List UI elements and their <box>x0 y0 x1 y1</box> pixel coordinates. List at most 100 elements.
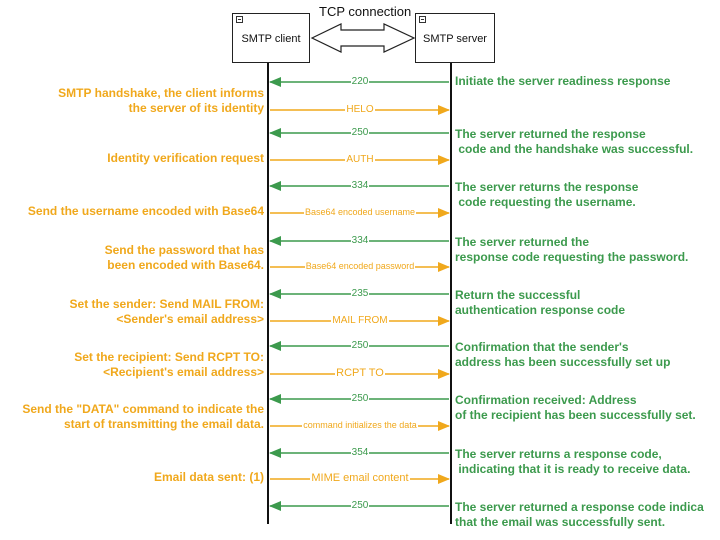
message-label-text: 334 <box>350 234 370 246</box>
message-label-text: 250 <box>350 392 370 404</box>
message-label-text: AUTH <box>345 153 375 165</box>
arrowhead <box>269 394 281 404</box>
note-line: The server returned a response code indi… <box>455 500 704 514</box>
arrowhead <box>269 128 281 138</box>
message-label-text: Base64 encoded password <box>304 261 416 272</box>
message-label: Base64 encoded username <box>270 207 450 218</box>
message-label: RCPT TO <box>270 367 450 380</box>
note-line: Email data sent: (1) <box>153 470 264 484</box>
note-line: indicating that it is ready to receive d… <box>455 462 691 476</box>
note-line: Identity verification request <box>107 151 264 165</box>
message-label: Base64 encoded password <box>270 261 450 272</box>
message-label: HELO <box>270 103 450 115</box>
note-line: response code requesting the password. <box>455 250 689 264</box>
client-note: Send the username encoded with Base64 <box>28 204 264 219</box>
note-line: start of transmitting the email data. <box>63 417 264 431</box>
message-label-text: RCPT TO <box>335 367 385 380</box>
note-line: address has been successfully set up <box>455 355 671 369</box>
message-label: MAIL FROM <box>270 314 450 326</box>
note-line: Send the username encoded with Base64 <box>27 204 264 218</box>
note-line: code requesting the username. <box>455 195 636 209</box>
note-line: The server returns a response code, <box>455 447 662 461</box>
note-line: Confirmation that the sender's <box>455 340 629 354</box>
message-label-text: HELO <box>345 103 375 115</box>
smtp-client-label: SMTP client <box>241 33 301 45</box>
note-line: been encoded with Base64. <box>107 258 264 272</box>
message-label-text: MAIL FROM <box>331 314 389 326</box>
window-icon <box>236 16 243 23</box>
message-label: MIME email content <box>270 472 450 485</box>
note-line: Initiate the server readiness response <box>455 74 671 88</box>
message-label-text: Base64 encoded username <box>303 207 417 218</box>
note-line: <Recipient's email address> <box>103 365 264 379</box>
message-label: AUTH <box>270 153 450 165</box>
note-line: The server returned the <box>455 235 590 249</box>
note-line: Return the successful <box>455 288 581 302</box>
note-line: code and the handshake was successful. <box>455 142 694 156</box>
message-label: command initializes the data <box>270 420 450 431</box>
message-label-text: 250 <box>350 126 370 138</box>
note-line: The server returns the response <box>455 180 639 194</box>
client-note: Email data sent: (1) <box>154 470 264 485</box>
window-icon <box>419 16 426 23</box>
arrowhead <box>269 77 281 87</box>
message-label-text: 250 <box>350 499 370 511</box>
arrowhead <box>269 501 281 511</box>
note-line: Confirmation received: Address <box>455 393 637 407</box>
note-line: Send the password that has <box>104 243 264 257</box>
smtp-server-label: SMTP server <box>423 33 487 45</box>
arrowhead <box>269 448 281 458</box>
note-line: <Sender's email address> <box>116 312 264 326</box>
note-line: Send the "DATA" command to indicate the <box>22 402 264 416</box>
arrowhead <box>269 341 281 351</box>
note-line: of the recipient has been successfully s… <box>455 408 696 422</box>
message-label: 334 <box>270 179 450 191</box>
note-line: Set the sender: Send MAIL FROM: <box>69 297 264 311</box>
arrowhead <box>438 474 450 484</box>
server-note: The server returns the response code req… <box>455 180 638 210</box>
message-label-text: MIME email content <box>310 472 410 485</box>
note-line: authentication response code <box>455 303 626 317</box>
message-label: 220 <box>270 75 450 87</box>
server-note: The server returned a response code indi… <box>455 500 704 530</box>
arrowhead <box>438 316 450 326</box>
tcp-connection-arrow <box>310 23 416 53</box>
message-label-text: 334 <box>350 179 370 191</box>
message-label: 250 <box>270 392 450 404</box>
client-note: Identity verification request <box>107 151 264 166</box>
arrowhead <box>269 289 281 299</box>
note-line: The server returned the response <box>455 127 646 141</box>
note-line: the server of its identity <box>128 101 264 115</box>
message-label: 250 <box>270 339 450 351</box>
message-label-text: 220 <box>350 75 370 87</box>
note-line: that the email was successfully sent. <box>455 515 666 529</box>
tcp-connection-label: TCP connection <box>319 4 412 19</box>
message-label: 250 <box>270 126 450 138</box>
note-line: SMTP handshake, the client informs <box>58 86 264 100</box>
message-label: 354 <box>270 446 450 458</box>
arrowhead <box>438 421 450 431</box>
message-label-text: 354 <box>350 446 370 458</box>
smtp-client-box: SMTP client <box>232 13 310 63</box>
server-note: The server returned the response code an… <box>455 127 693 157</box>
client-note: Set the recipient: Send RCPT TO:<Recipie… <box>74 350 264 380</box>
server-note: Initiate the server readiness response <box>455 74 670 89</box>
arrowhead <box>438 208 450 218</box>
server-note: The server returns a response code, indi… <box>455 447 690 477</box>
message-label: 334 <box>270 234 450 246</box>
arrowhead <box>438 369 450 379</box>
arrowhead <box>269 181 281 191</box>
arrowhead <box>269 236 281 246</box>
client-note: Set the sender: Send MAIL FROM:<Sender's… <box>70 297 264 327</box>
arrowhead <box>438 105 450 115</box>
message-label-text: 235 <box>350 287 370 299</box>
smtp-server-box: SMTP server <box>415 13 495 63</box>
note-line: Set the recipient: Send RCPT TO: <box>74 350 264 364</box>
